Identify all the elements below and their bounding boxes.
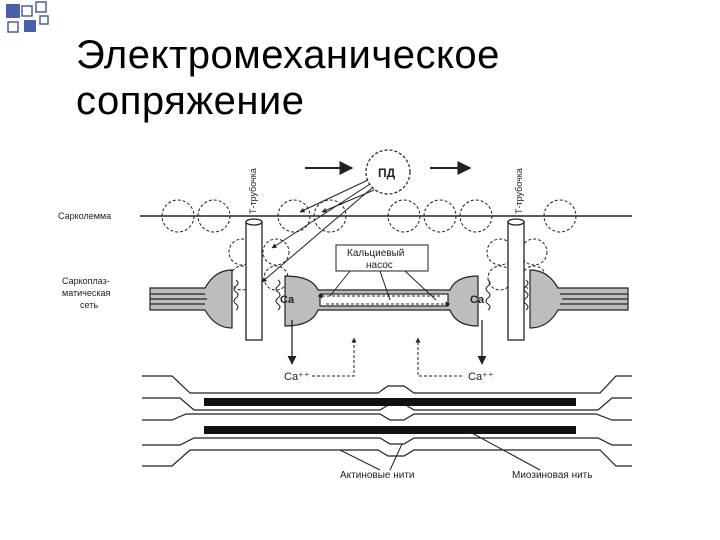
sr-label-1: Саркоплаз- bbox=[62, 276, 110, 286]
myosin-label: Миозиновая нить bbox=[512, 470, 592, 481]
actin-line bbox=[142, 375, 632, 394]
ap-pointer-4 bbox=[321, 189, 375, 213]
ca-ion-right-label: Ca⁺⁺ bbox=[468, 371, 494, 383]
current-loop bbox=[197, 199, 231, 233]
slide-title: Электромеханическое сопряжение bbox=[76, 32, 500, 124]
myosin-pointer bbox=[469, 431, 541, 471]
ca-ion-left-label: Ca⁺⁺ bbox=[284, 371, 310, 383]
ca-right-label: Ca bbox=[470, 294, 485, 306]
sr-middle-channel bbox=[319, 293, 449, 307]
corner-square-5 bbox=[24, 20, 36, 32]
current-loop bbox=[520, 238, 548, 266]
ap-label: ПД bbox=[378, 166, 396, 180]
t-tubule-right bbox=[507, 218, 525, 341]
sarcolemma-label: Сарколемма bbox=[58, 211, 111, 221]
t-tubule-left-body bbox=[245, 221, 263, 341]
pump-pointer-2 bbox=[379, 270, 391, 301]
sarcoplasmic-reticulum bbox=[149, 269, 629, 329]
actin-line bbox=[142, 449, 632, 467]
corner-square-4 bbox=[7, 21, 19, 33]
corner-square-6 bbox=[39, 15, 49, 25]
calcium-pump-label-2: насос bbox=[366, 260, 393, 271]
current-loop bbox=[262, 238, 290, 266]
coil-right-a bbox=[485, 279, 491, 311]
reuptake-path-right bbox=[415, 337, 462, 377]
junction-coils bbox=[233, 279, 529, 311]
corner-decoration bbox=[6, 1, 49, 33]
pump-flow bbox=[317, 293, 451, 307]
current-loop bbox=[277, 199, 311, 233]
ap-circle bbox=[365, 149, 411, 195]
pump-pointer-1 bbox=[329, 270, 351, 297]
reuptake-path-left bbox=[312, 337, 357, 377]
current-loop bbox=[423, 199, 457, 233]
actin-label: Актиновые нити bbox=[340, 470, 415, 481]
sr-label-2: матическая bbox=[62, 288, 110, 298]
current-loop bbox=[459, 199, 493, 233]
coil-left-b bbox=[275, 279, 281, 311]
t-tubule-right-body bbox=[507, 221, 525, 341]
t-tubule-left bbox=[245, 218, 263, 341]
myosin-filament-1 bbox=[204, 398, 576, 406]
actin-line bbox=[142, 437, 632, 446]
ca-left-label: Ca bbox=[280, 294, 295, 306]
current-loop bbox=[313, 199, 347, 233]
sr-label-3: сеть bbox=[80, 300, 98, 310]
t-tubule-left-label: Т-трубочка bbox=[248, 168, 258, 214]
reuptake-paths bbox=[312, 337, 462, 377]
t-tubule-left-mouth bbox=[245, 218, 263, 226]
pump-pointer-3 bbox=[404, 270, 437, 301]
current-loop bbox=[387, 199, 421, 233]
actin-pointer-1 bbox=[339, 449, 381, 471]
current-loop bbox=[543, 199, 577, 233]
myofibril bbox=[142, 375, 632, 467]
calcium-pump-label-1: Кальциевый bbox=[347, 248, 404, 259]
t-tubule-right-mouth bbox=[507, 218, 525, 226]
corner-square-3 bbox=[35, 1, 47, 13]
coil-right-b bbox=[523, 279, 529, 311]
title-line-1: Электромеханическое bbox=[76, 33, 500, 77]
ap-pointer-1 bbox=[299, 179, 369, 213]
t-tubule-right-label: Т-трубочка bbox=[514, 168, 524, 214]
actin-pointer-2 bbox=[389, 443, 403, 471]
current-loop bbox=[161, 199, 195, 233]
calcium-pump-box bbox=[335, 244, 429, 272]
myosin-filament-2 bbox=[204, 426, 576, 434]
actin-line bbox=[142, 413, 632, 421]
title-line-2: сопряжение bbox=[76, 79, 305, 123]
corner-square-1 bbox=[6, 4, 20, 18]
corner-square-2 bbox=[21, 5, 33, 17]
coil-left-a bbox=[233, 279, 239, 311]
